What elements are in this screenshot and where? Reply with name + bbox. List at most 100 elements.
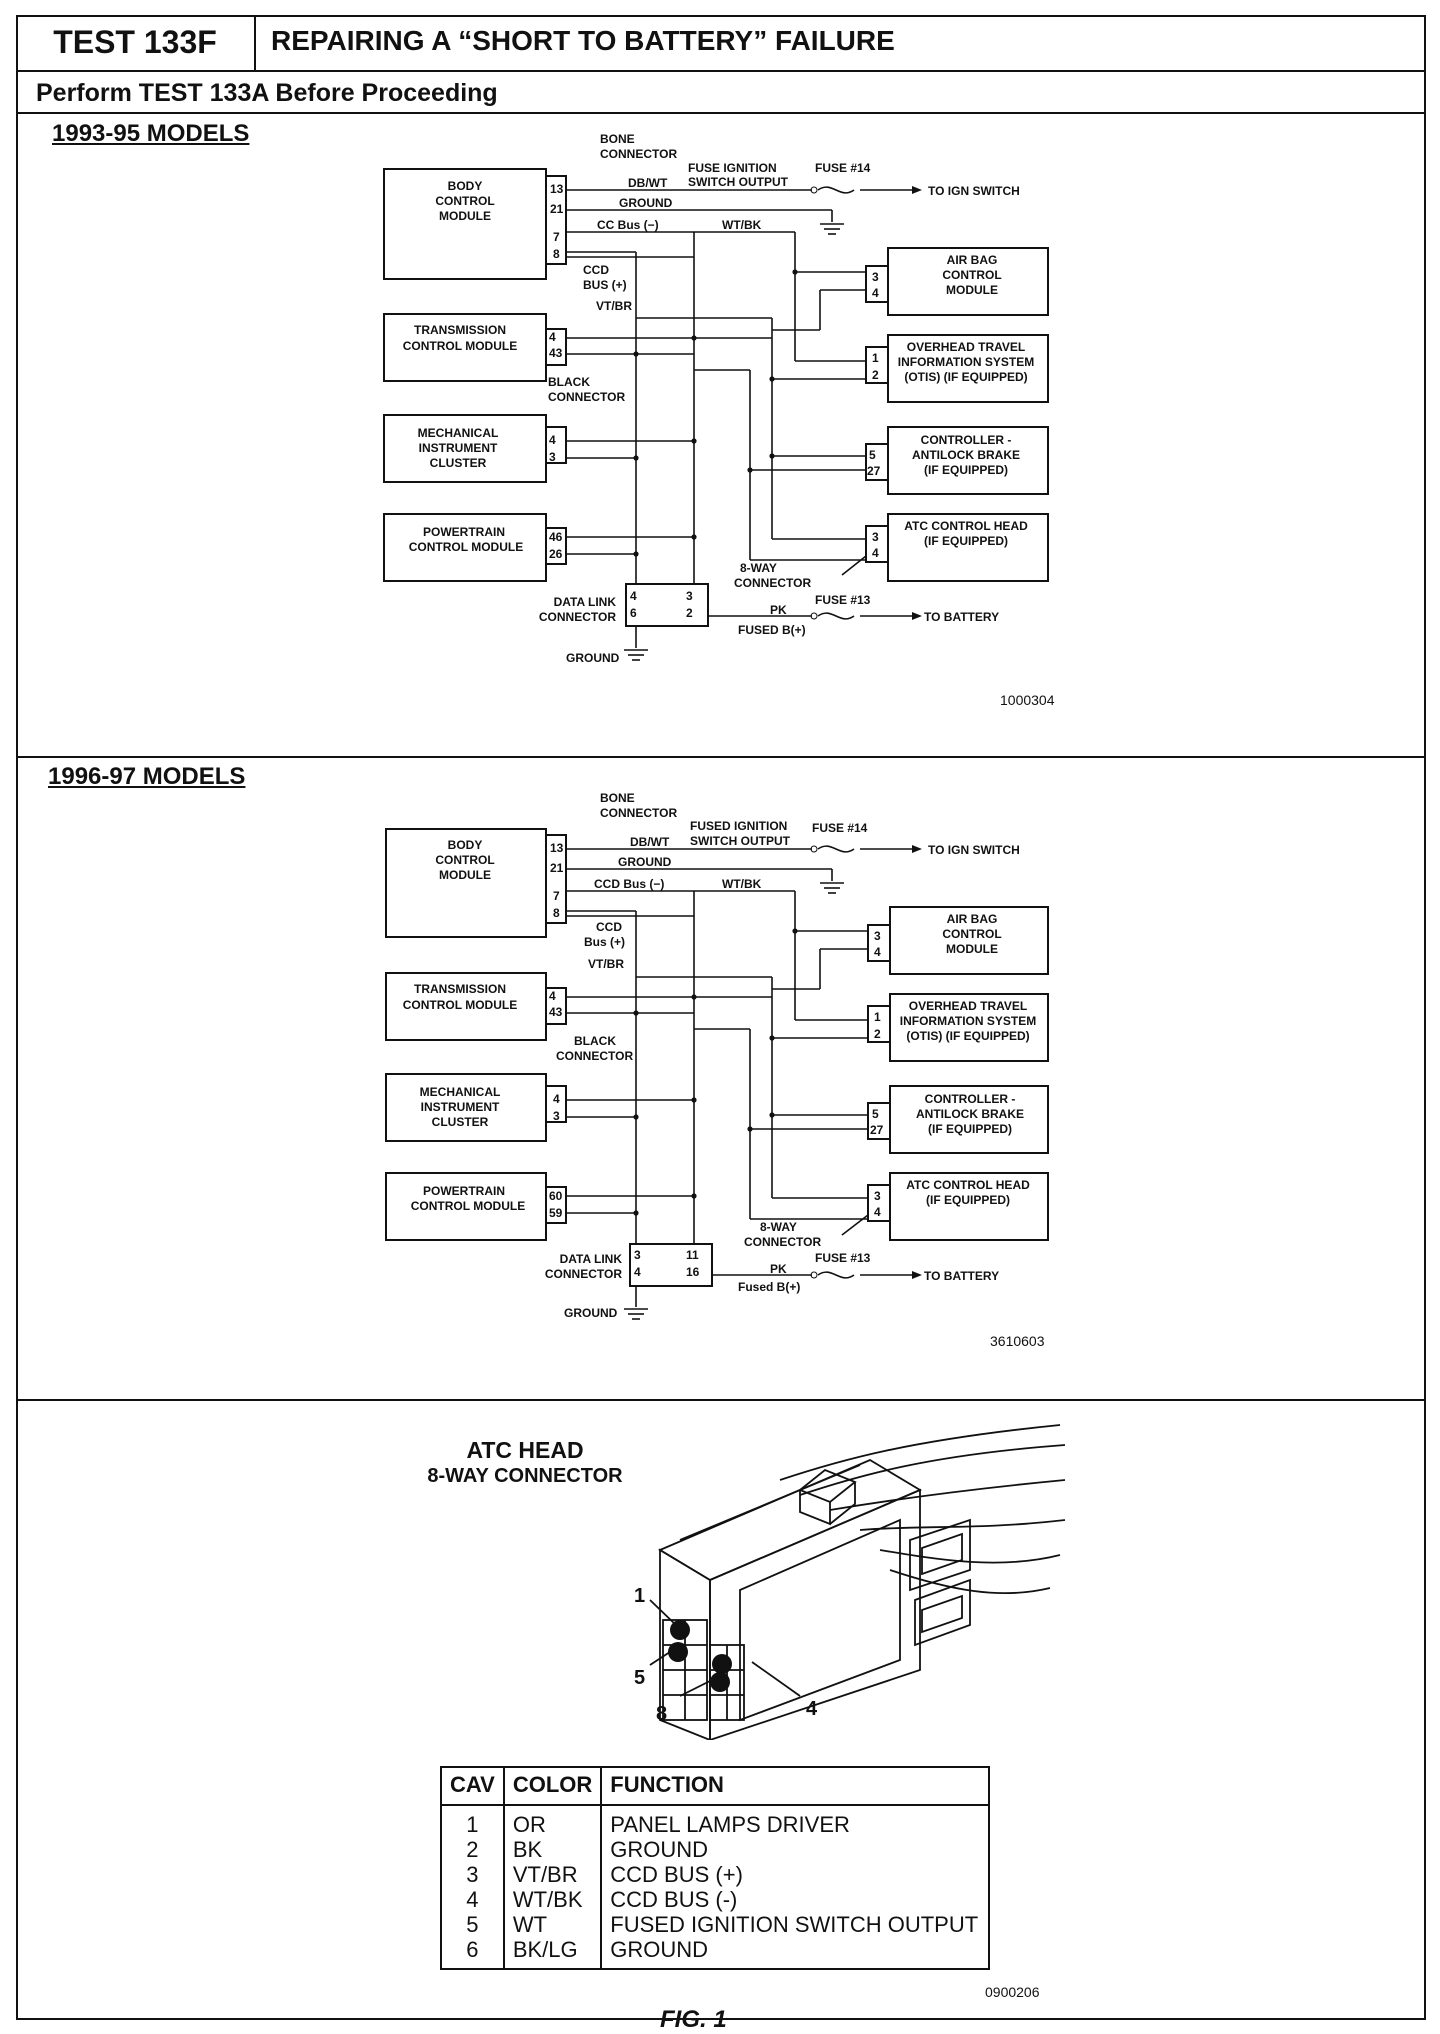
pin: 5 — [872, 1107, 879, 1121]
fuse14-label: FUSE #14 — [815, 161, 871, 175]
atc-label: ATC CONTROL HEAD — [904, 519, 1028, 533]
pin: 3 — [634, 1248, 641, 1262]
cav-cell: 5 — [441, 1912, 505, 1937]
table-row: 6 BK/LG GROUND — [441, 1937, 989, 1969]
function-cell: FUSED IGNITION SWITCH OUTPUT — [610, 1912, 979, 1937]
pin: 8 — [553, 247, 560, 261]
black-connector-label: BLACK — [548, 375, 590, 389]
bcm-label: BODY — [448, 838, 483, 852]
to-battery-label: TO BATTERY — [924, 610, 999, 624]
atc-label: ATC CONTROL HEAD — [906, 1178, 1030, 1192]
mic-label: INSTRUMENT — [419, 441, 498, 455]
pcm-label: CONTROL MODULE — [409, 540, 523, 554]
fuse13-label: FUSE #13 — [815, 1251, 871, 1265]
mic-label: MECHANICAL — [418, 426, 499, 440]
section-divider — [16, 1399, 1426, 1401]
dlc-label: CONNECTOR — [545, 1267, 622, 1281]
pin: 4 — [549, 989, 556, 1003]
table-header-row: CAV COLOR FUNCTION — [441, 1767, 990, 1806]
vtbr-label: VT/BR — [588, 957, 624, 971]
color-cell: WT/BK — [503, 1887, 603, 1912]
ccd-plus-label: CCD — [596, 920, 622, 934]
pin: 59 — [549, 1206, 563, 1220]
pin: 21 — [550, 202, 564, 216]
fused-b-label: FUSED B(+) — [738, 623, 806, 637]
abs-label: CONTROLLER - — [921, 433, 1012, 447]
fused-ign-label: FUSED IGNITION — [690, 819, 787, 833]
atc-label: (IF EQUIPPED) — [924, 534, 1008, 548]
pin: 2 — [874, 1027, 881, 1041]
section-title-1993: 1993-95 MODELS — [52, 120, 250, 147]
pin: 27 — [870, 1123, 884, 1137]
pin: 3 — [874, 929, 881, 943]
pin: 4 — [553, 1092, 560, 1106]
section-title-1996: 1996-97 MODELS — [48, 763, 246, 790]
pin: 43 — [549, 1005, 563, 1019]
function-cell: CCD BUS (-) — [610, 1887, 738, 1912]
cavity-5-callout: 5 — [634, 1667, 645, 1689]
dlc-label: DATA LINK — [554, 595, 617, 609]
fused-ign-label: FUSE IGNITION — [688, 161, 777, 175]
dlc-label: DATA LINK — [560, 1252, 623, 1266]
cavity-8-callout: 8 — [656, 1703, 667, 1725]
pin: 3 — [874, 1189, 881, 1203]
mic-label: MECHANICAL — [420, 1085, 501, 1099]
otis-label: (OTIS) (IF EQUIPPED) — [906, 1029, 1029, 1043]
pin: 26 — [549, 547, 563, 561]
color-cell: BK/LG — [503, 1937, 603, 1969]
table-row: 1 OR PANEL LAMPS DRIVER — [441, 1805, 989, 1837]
to-ign-label: TO IGN SWITCH — [928, 184, 1020, 198]
pin: 16 — [686, 1265, 700, 1279]
pin: 60 — [549, 1189, 563, 1203]
tcm-label: TRANSMISSION — [414, 982, 506, 996]
wiring-diagram-1993: BODY CONTROL MODULE TRANSMISSION CONTROL… — [383, 132, 1049, 665]
abs-label: ANTILOCK BRAKE — [916, 1107, 1024, 1121]
cav-cell: 2 — [441, 1837, 505, 1862]
pin: 1 — [872, 351, 879, 365]
pcm-label: POWERTRAIN — [423, 1184, 505, 1198]
ground-bottom-label: GROUND — [564, 1306, 618, 1320]
fuse13-label: FUSE #13 — [815, 593, 871, 607]
pin: 3 — [549, 450, 556, 464]
cavity-table: CAV COLOR FUNCTION 1 OR PANEL LAMPS DRIV… — [440, 1766, 991, 1970]
function-cell: PANEL LAMPS DRIVER — [610, 1812, 850, 1837]
bcm-label: CONTROL — [435, 194, 494, 208]
mic-label: INSTRUMENT — [421, 1100, 500, 1114]
pk-label: PK — [770, 603, 787, 617]
bone-connector-label: BONE — [600, 791, 635, 805]
pin: 5 — [869, 448, 876, 462]
function-cell: GROUND — [610, 1937, 709, 1962]
ccd-plus-label: Bus (+) — [584, 935, 625, 949]
cav-cell: 3 — [441, 1862, 505, 1887]
black-connector-label: CONNECTOR — [556, 1049, 633, 1063]
cav-cell: 6 — [441, 1937, 505, 1969]
fuse14-label: FUSE #14 — [812, 821, 868, 835]
function-cell: GROUND — [610, 1837, 709, 1862]
ccd-minus-label: CCD Bus (−) — [594, 877, 664, 891]
pin: 4 — [874, 1205, 881, 1219]
pin: 7 — [553, 230, 560, 244]
pin: 3 — [872, 270, 879, 284]
ccd-plus-label: BUS (+) — [583, 278, 627, 292]
wtbk-label: WT/BK — [722, 877, 762, 891]
atc-label: (IF EQUIPPED) — [926, 1193, 1010, 1207]
pin: 11 — [686, 1248, 699, 1262]
ground-bottom-label: GROUND — [566, 651, 620, 665]
color-cell: VT/BR — [503, 1862, 603, 1887]
fused-ign-label: SWITCH OUTPUT — [688, 175, 789, 189]
to-battery-label: TO BATTERY — [924, 1269, 999, 1283]
abs-label: (IF EQUIPPED) — [924, 463, 1008, 477]
dlc-box — [629, 1243, 713, 1287]
pin: 4 — [872, 546, 879, 560]
tcm-label: TRANSMISSION — [414, 323, 506, 337]
pin: 3 — [686, 589, 693, 603]
color-cell: BK — [503, 1837, 603, 1862]
otis-label: INFORMATION SYSTEM — [900, 1014, 1036, 1028]
fused-ign-label: SWITCH OUTPUT — [690, 834, 791, 848]
vtbr-label: VT/BR — [596, 299, 632, 313]
function-cell: CCD BUS (+) — [610, 1862, 743, 1887]
airbag-label: MODULE — [946, 283, 998, 297]
bone-connector-label: BONE — [600, 132, 635, 146]
eight-way-label: CONNECTOR — [734, 576, 811, 590]
wiring-diagram-1996: BODY CONTROL MODULE TRANSMISSION CONTROL… — [385, 791, 1049, 1320]
